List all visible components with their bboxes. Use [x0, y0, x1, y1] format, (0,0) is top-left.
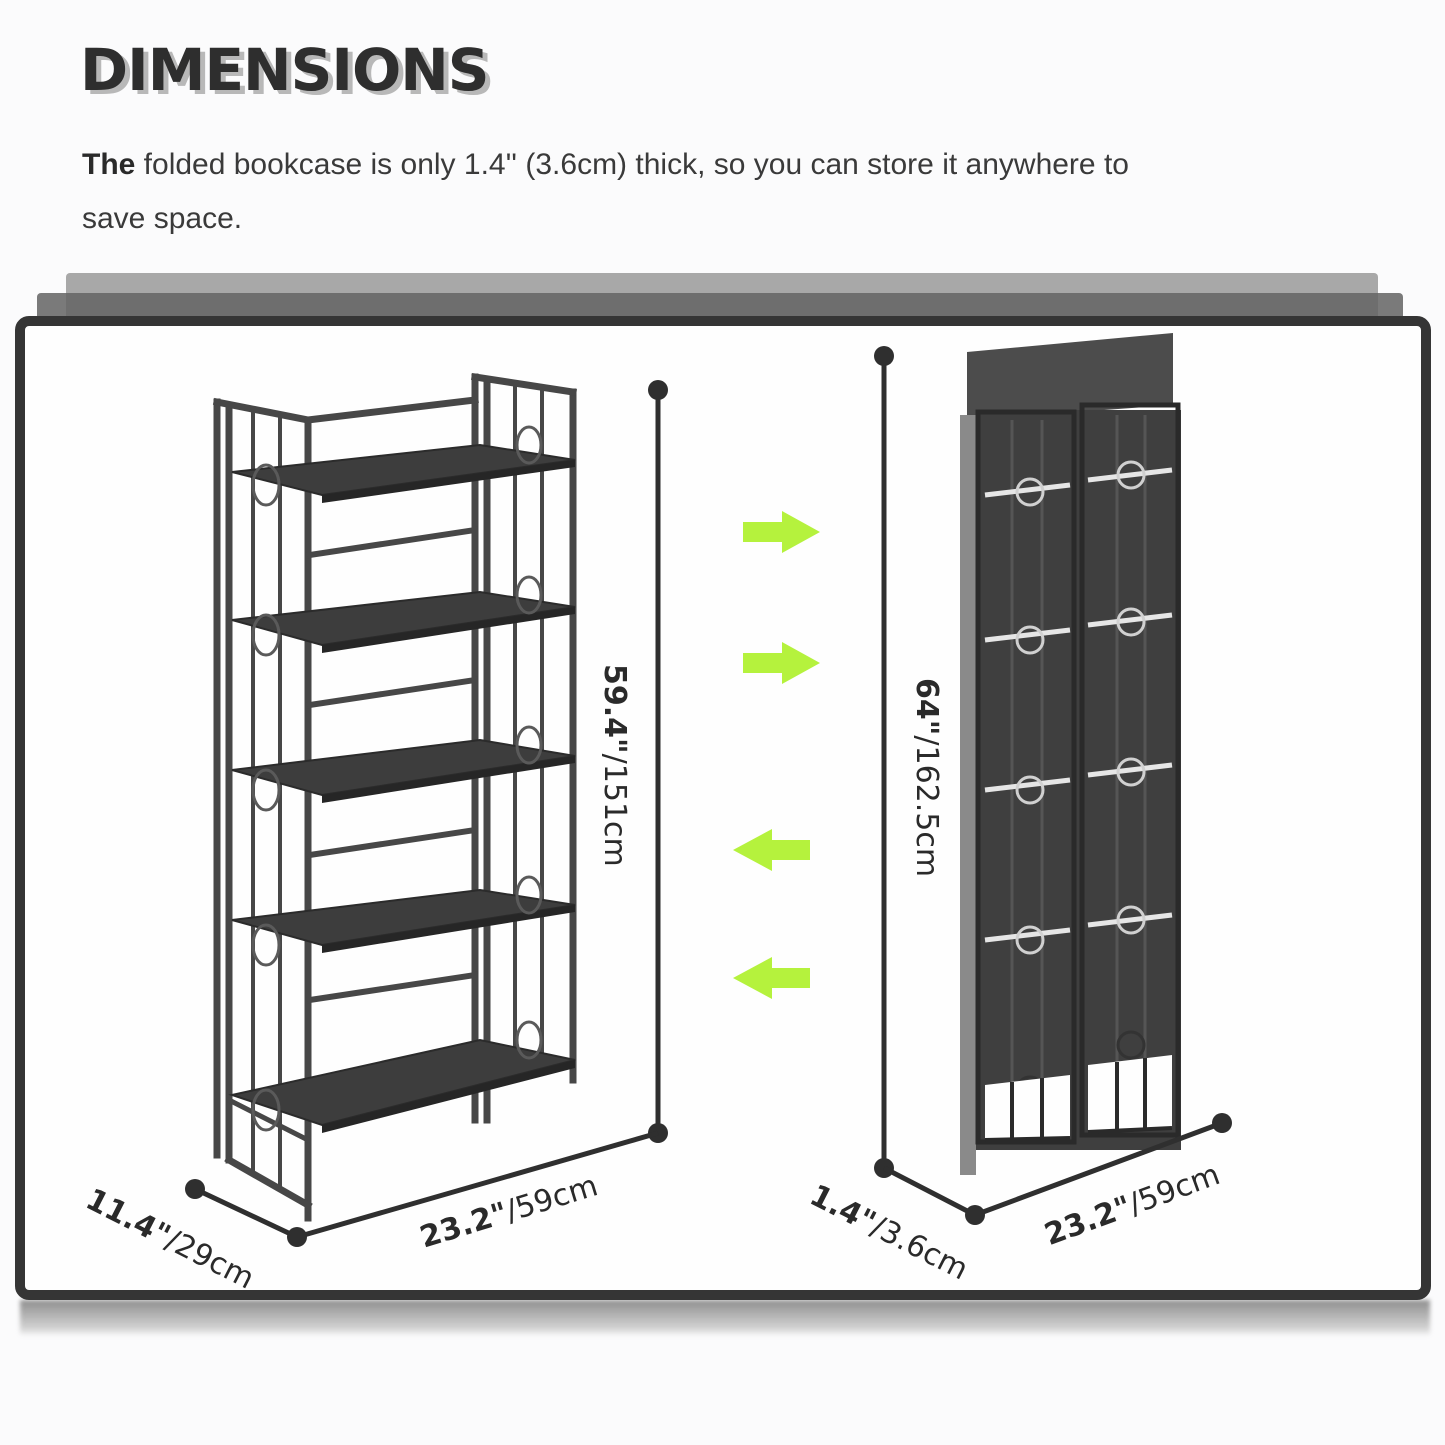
fold-arrows: [733, 511, 820, 999]
arrow-right-icon: [743, 642, 820, 684]
shelf-edges: [322, 460, 575, 1133]
folded-bookcase: [960, 333, 1181, 1175]
shelves: [228, 443, 576, 1127]
unfolded-height-label: 59.4"/151cm: [597, 664, 632, 867]
unfolded-dimension-lines: [185, 380, 668, 1247]
arrow-left-icon: [733, 957, 810, 999]
subtitle: The folded bookcase is only 1.4'' (3.6cm…: [82, 138, 1182, 246]
subtitle-text: folded bookcase is only 1.4'' (3.6cm) th…: [82, 148, 1129, 235]
arrow-right-icon: [743, 511, 820, 553]
arrow-left-icon: [733, 829, 810, 871]
unfolded-bookcase: [212, 373, 577, 1222]
subtitle-bold: The: [82, 148, 136, 181]
panel-shadow: [20, 1300, 1430, 1336]
hoop-rings: [251, 425, 543, 1132]
folded-height-label: 64"/162.5cm: [909, 678, 944, 878]
page-title: DIMENSIONS: [80, 36, 490, 104]
folded-dimension-lines: [874, 346, 1232, 1225]
